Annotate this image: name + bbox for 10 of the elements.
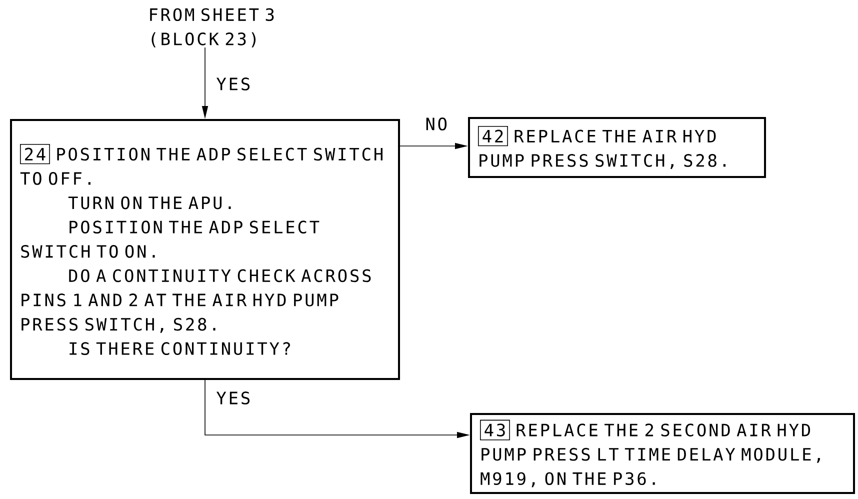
decision-box: 24 POSITION THE ADP SELECT SWITCH TO OFF. TURN ON THE APU. POSITION THE ADP SELECT SWITCH TO ON. DO A CONTINUITY CHECK ACROSS PINS 1 AND 2 AT THE AIR HYD PUMP PRESS SWITCH, S28. IS THERE CONTINUITY? (10, 119, 400, 380)
process-box: 43 REPLACE THE 2 SECOND AIR HYD PUMP PRESS LT TIME DELAY MODULE, M919, ON THE P36. (470, 413, 855, 494)
step-number: 43 (480, 420, 510, 440)
reference-text: FROM SHEET 3 (BLOCK 23) (150, 8, 274, 48)
step-number: 24 (20, 144, 50, 164)
edge-label: YES (215, 76, 252, 92)
edge-label: NO (424, 116, 449, 132)
step-number: 42 (478, 126, 508, 146)
process-box: 42 REPLACE THE AIR HYD PUMP PRESS SWITCH, S28. (468, 117, 766, 178)
edge-label: YES (215, 390, 252, 406)
